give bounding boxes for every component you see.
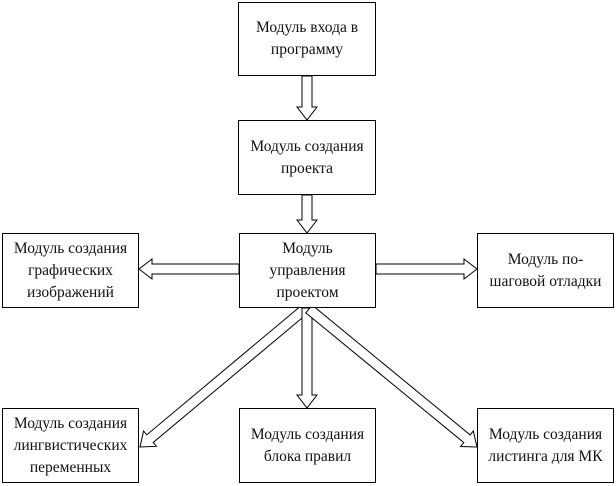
module-rules-label: Модуль создания блока правил bbox=[250, 425, 365, 465]
arrow-manage-to-debug bbox=[375, 257, 478, 281]
arrow-manage-to-graphics bbox=[138, 257, 240, 281]
module-login-label: Модуль входа в программу bbox=[255, 19, 359, 58]
module-linguistic: Модуль создания лингвистических переменн… bbox=[2, 408, 139, 483]
module-graphics: Модуль создания графических изображений bbox=[2, 233, 139, 308]
module-debug-label: Модуль по- шаговой отладки bbox=[489, 250, 602, 290]
module-manage-project: Модуль управления проектом bbox=[239, 233, 376, 308]
module-linguistic-label: Модуль создания лингвистических переменн… bbox=[13, 414, 128, 476]
arrow-create-to-manage bbox=[295, 194, 319, 234]
module-rules: Модуль создания блока правил bbox=[239, 408, 376, 483]
module-manage-project-label: Модуль управления проектом bbox=[269, 239, 346, 301]
module-graphics-label: Модуль создания графических изображений bbox=[13, 239, 128, 301]
module-create-project-label: Модуль создания проекта bbox=[250, 137, 364, 177]
module-listing-label: Модуль создания листинга для МК bbox=[488, 425, 603, 465]
arrow-manage-to-listing bbox=[305, 304, 478, 448]
arrow-login-to-create bbox=[295, 75, 319, 121]
module-login: Модуль входа в программу bbox=[238, 2, 376, 76]
module-debug: Модуль по- шаговой отладки bbox=[477, 233, 614, 308]
arrow-manage-to-rules bbox=[295, 307, 319, 409]
module-create-project: Модуль создания проекта bbox=[238, 120, 376, 195]
arrow-manage-to-linguistic bbox=[139, 304, 309, 448]
module-listing: Модуль создания листинга для МК bbox=[477, 408, 614, 483]
